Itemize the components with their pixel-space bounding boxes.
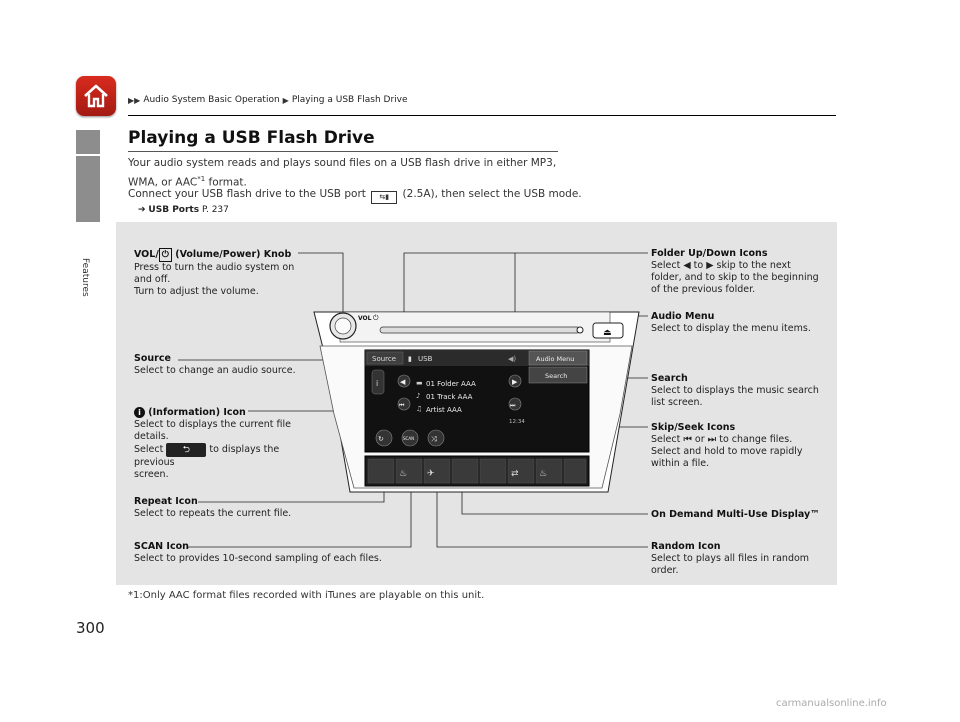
knob-label: VOL <box>358 315 372 322</box>
intro-line-3: Connect your USB flash drive to the USB … <box>128 186 582 204</box>
sidebar-tab-marker <box>76 130 100 154</box>
label-vol-knob: VOL/⏻ (Volume/Power) Knob Press to turn … <box>134 248 295 297</box>
svg-text:↻: ↻ <box>378 435 384 443</box>
sidebar-tab-features[interactable] <box>76 156 100 222</box>
header-divider <box>128 115 836 116</box>
screen-skip-forward-button <box>508 397 522 411</box>
breadcrumb-arrow-icon: ▶▶ <box>128 95 141 105</box>
breadcrumb: ▶▶ Audio System Basic Operation ▶ Playin… <box>128 95 408 105</box>
label-random: Random Icon Select to plays all files in… <box>651 541 810 576</box>
svg-text:♪: ♪ <box>416 392 420 400</box>
intro-line-2: WMA, or AAC*1 format. <box>128 175 247 189</box>
screen-artist-name: Artist AAA <box>426 406 462 414</box>
svg-text:SCAN: SCAN <box>403 436 414 441</box>
skip-back-icon: ⏮ <box>683 434 692 445</box>
cross-reference[interactable]: ➔ USB Ports P. 237 <box>138 205 229 215</box>
usb-port-icon: ⇆▮ <box>371 191 398 204</box>
label-on-demand-display: On Demand Multi-Use Display™ <box>651 509 820 520</box>
power-icon: ⏻ <box>158 248 172 262</box>
screen-skip-back-button <box>397 397 411 411</box>
screen-clock: 12:34 <box>509 419 525 425</box>
home-button[interactable] <box>76 76 116 116</box>
fan-icon: ✈ <box>427 469 435 479</box>
usb-small-icon: ▮ <box>408 355 412 363</box>
breadcrumb-item-1[interactable]: Audio System Basic Operation <box>143 95 280 105</box>
label-info-icon: i (Information) Icon Select to displays … <box>134 407 291 480</box>
svg-text:i: i <box>376 379 378 388</box>
screen-folder-name: 01 Folder AAA <box>426 380 476 388</box>
screen-info-button <box>371 369 385 395</box>
screen-scan-button <box>401 429 419 447</box>
screen-audio-menu-button <box>528 350 588 366</box>
svg-text:Source: Source <box>372 355 396 363</box>
reference-arrow-icon: ➔ <box>138 205 146 215</box>
recirculation-icon: ⇄ <box>511 469 519 479</box>
page-title: Playing a USB Flash Drive <box>128 128 375 148</box>
svg-text:♫: ♫ <box>416 405 422 413</box>
screen-repeat-button <box>375 429 393 447</box>
label-source: Source Select to change an audio source. <box>134 353 296 376</box>
disc-slot <box>379 326 581 334</box>
title-divider <box>128 151 558 152</box>
skip-forward-icon: ⏭ <box>707 434 717 445</box>
folder-down-icon: ◀ <box>683 260 691 271</box>
eject-button <box>592 322 624 339</box>
screen-source-button <box>366 351 404 365</box>
back-icon: ⮌ <box>166 443 207 457</box>
label-scan: SCAN Icon Select to provides 10-second s… <box>134 541 382 564</box>
volume-small-icon: ◀) <box>508 355 516 363</box>
label-folder: Folder Up/Down Icons Select ◀ to ▶ skip … <box>651 248 819 295</box>
seat-heater-left-icon: ♨ <box>399 469 407 479</box>
label-audio-menu: Audio Menu Select to display the menu it… <box>651 311 811 334</box>
intro-line-1: Your audio system reads and plays sound … <box>128 157 557 169</box>
screen-folder-up-button <box>508 374 522 388</box>
page-number: 300 <box>76 619 105 637</box>
seat-heater-right-icon: ♨ <box>539 469 547 479</box>
breadcrumb-arrow-icon: ▶ <box>282 95 289 105</box>
screen-folder-down-button <box>397 374 411 388</box>
folder-up-icon: ▶ <box>706 260 714 271</box>
watermark: carmanualsonline.info <box>776 698 887 709</box>
breadcrumb-item-2[interactable]: Playing a USB Flash Drive <box>291 95 408 105</box>
info-icon: i <box>134 407 145 418</box>
svg-text:Search: Search <box>545 372 567 380</box>
screen-random-button <box>427 429 445 447</box>
label-search: Search Select to displays the music sear… <box>651 373 819 408</box>
svg-text:⤨: ⤨ <box>431 435 437 443</box>
head-unit-illustration: VOL ⏻ ⏏ Source ▮ USB ◀) Audio Menu Searc… <box>313 311 640 493</box>
svg-text:▬: ▬ <box>416 379 423 387</box>
svg-text:◀: ◀ <box>400 378 406 386</box>
label-repeat: Repeat Icon Select to repeats the curren… <box>134 496 292 519</box>
screen-track-name: 01 Track AAA <box>426 393 473 401</box>
home-icon <box>84 84 108 108</box>
label-skip-seek: Skip/Seek Icons Select ⏮ or ⏭ to change … <box>651 422 803 469</box>
svg-text:▶: ▶ <box>512 378 518 386</box>
knob-power-icon: ⏻ <box>373 314 379 322</box>
svg-text:⏭: ⏭ <box>510 402 516 409</box>
screen-search-button <box>528 366 588 384</box>
footnote: *1:Only AAC format files recorded with i… <box>128 590 485 601</box>
svg-text:USB: USB <box>418 355 433 363</box>
svg-text:⏮: ⏮ <box>399 402 405 409</box>
eject-icon: ⏏ <box>603 328 612 338</box>
svg-text:Audio Menu: Audio Menu <box>536 355 574 363</box>
